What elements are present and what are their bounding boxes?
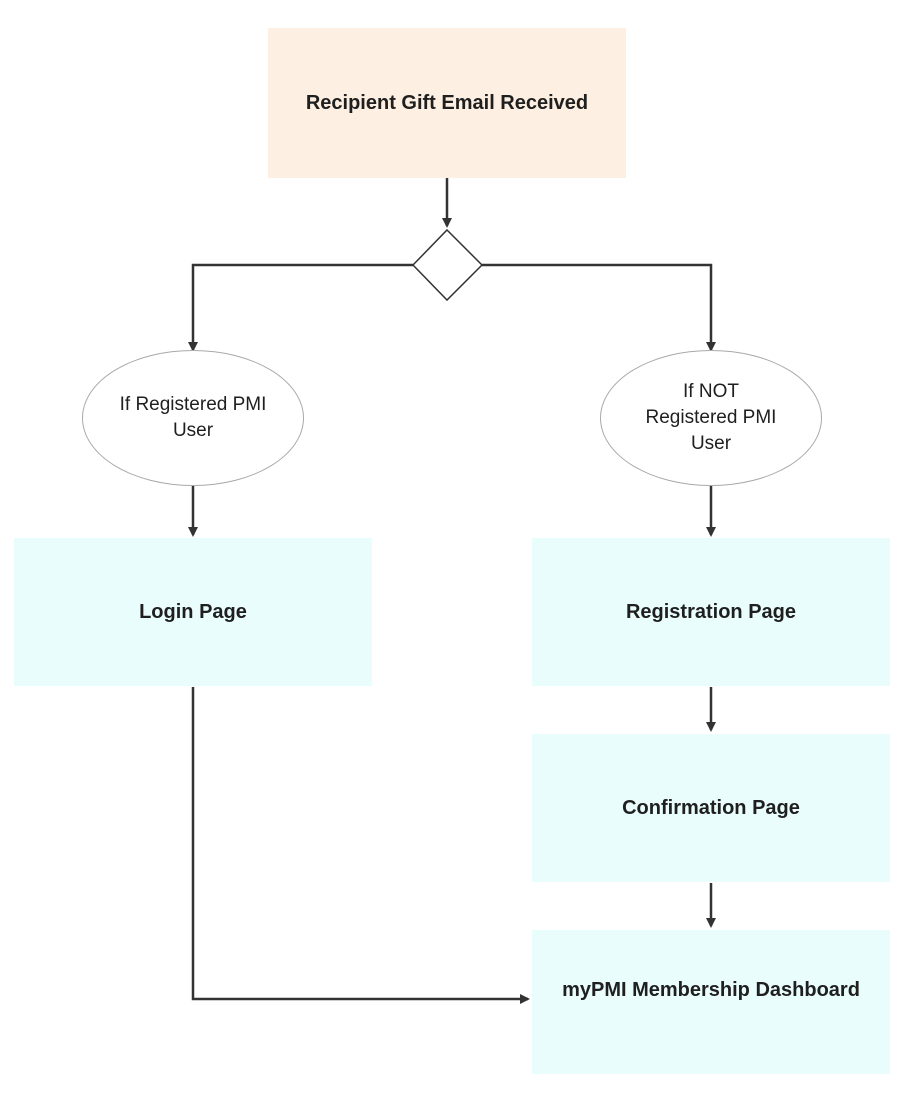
connector-decision-to-not-registered bbox=[482, 263, 716, 352]
registration-page-label: Registration Page bbox=[625, 600, 797, 623]
not-registered-user-label: If NOT Registered PMI User bbox=[645, 381, 777, 454]
confirmation-page-node: Confirmation Page bbox=[532, 734, 890, 882]
decision-diamond bbox=[411, 228, 484, 302]
connector-login-to-dashboard bbox=[191, 687, 530, 1004]
login-page-node: Login Page bbox=[14, 538, 372, 686]
dashboard-label: myPMI Membership Dashboard bbox=[562, 978, 860, 1001]
confirmation-page-label: Confirmation Page bbox=[622, 796, 800, 819]
registered-user-condition: If Registered PMI User bbox=[82, 350, 304, 486]
start-node-label: Recipient Gift Email Received bbox=[305, 91, 589, 114]
registration-page-node: Registration Page bbox=[532, 538, 890, 686]
registered-user-label: If Registered PMI User bbox=[119, 394, 267, 441]
not-registered-user-condition: If NOT Registered PMI User bbox=[600, 350, 822, 486]
dashboard-node: myPMI Membership Dashboard bbox=[532, 930, 890, 1074]
login-page-label: Login Page bbox=[139, 600, 247, 623]
connector-decision-to-registered bbox=[188, 263, 413, 352]
start-node: Recipient Gift Email Received bbox=[268, 28, 626, 178]
